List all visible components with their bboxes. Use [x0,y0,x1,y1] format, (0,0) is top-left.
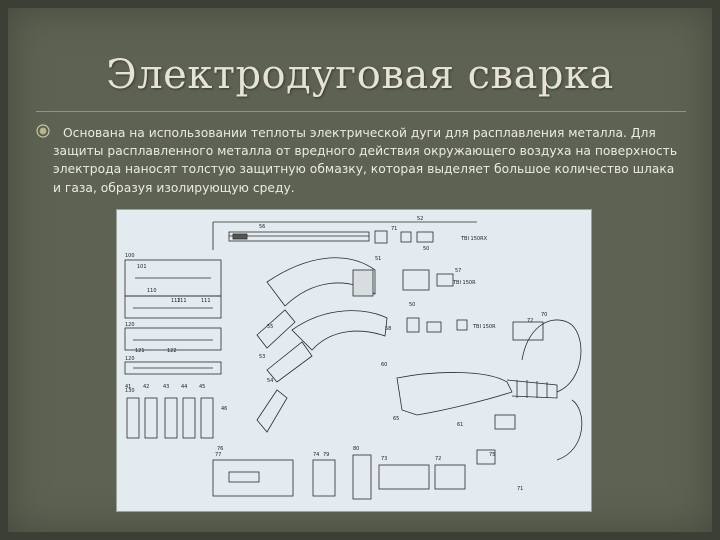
model-label: TBI 150R [452,280,476,286]
part-number-label: 50 [409,302,415,308]
part-number-label: 72 [435,456,441,462]
part-number-label: 54 [267,378,273,384]
part-number-label: 120 [125,322,135,328]
part-number-label: 60 [381,362,387,368]
part-number-label: 111 [201,298,211,304]
part-number-label: 111 [177,298,187,304]
part-number-label: 120 [125,356,135,362]
part-number-label: 79 [323,452,329,458]
bullet-text: Основана на использовании теплоты электр… [53,126,678,195]
part-number-label: 75 [489,452,495,458]
part-number-label: 45 [199,384,205,390]
parts-box-3 [124,327,222,351]
torch-cable [521,319,582,393]
part-number-label: 72 [527,318,533,324]
part-number-label: 43 [163,384,169,390]
part-number-label: 53 [259,354,265,360]
part-number-label: 65 [393,416,399,422]
part-number-label: 121 [135,348,145,354]
trigger-part [512,321,544,341]
straight-neck-part [228,231,370,242]
part-number-label: 101 [137,264,147,270]
slide-title: Электродуговая сварка [106,52,614,98]
part-number-label: 71 [391,226,397,232]
part-number-label: 56 [259,224,265,230]
part-number-label: 55 [267,324,273,330]
part-number-label: 41 [125,384,131,390]
part-number-label: 112 [171,298,181,304]
part-number-label: 44 [181,384,187,390]
part-number-label: 77 [215,452,221,458]
part-number-label: 52 [417,216,423,222]
part-number-label: 110 [147,288,157,294]
part-number-label: 80 [353,446,359,452]
part-number-label: 73 [381,456,387,462]
part-number-label: 70 [541,312,547,318]
part-number-label: 58 [385,326,391,332]
part-number-label: 57 [455,268,461,274]
connector-box [212,459,294,497]
torch-handle-part [396,372,513,416]
part-number-label: 122 [167,348,177,354]
part-number-label: 130 [125,388,135,394]
part-number-label: 42 [143,384,149,390]
parts-box-2 [124,295,222,319]
nozzle-part [374,230,388,244]
part-number-label: 61 [457,422,463,428]
curved-neck-part [266,257,376,307]
part-number-label: 76 [217,446,223,452]
part-number-label: 74 [313,452,319,458]
central-adapter-part [378,464,430,490]
bullet-circle-icon [36,124,50,138]
part-number-label: 100 [125,253,135,259]
part-number-label: 71 [517,486,523,492]
part-number-label: 46 [221,406,227,412]
part-number-label: 50 [423,246,429,252]
model-label: TBI 150R [472,324,496,330]
part-number-label: 51 [375,256,381,262]
title-divider [36,111,686,112]
model-label: TBI 150RX [460,236,488,242]
